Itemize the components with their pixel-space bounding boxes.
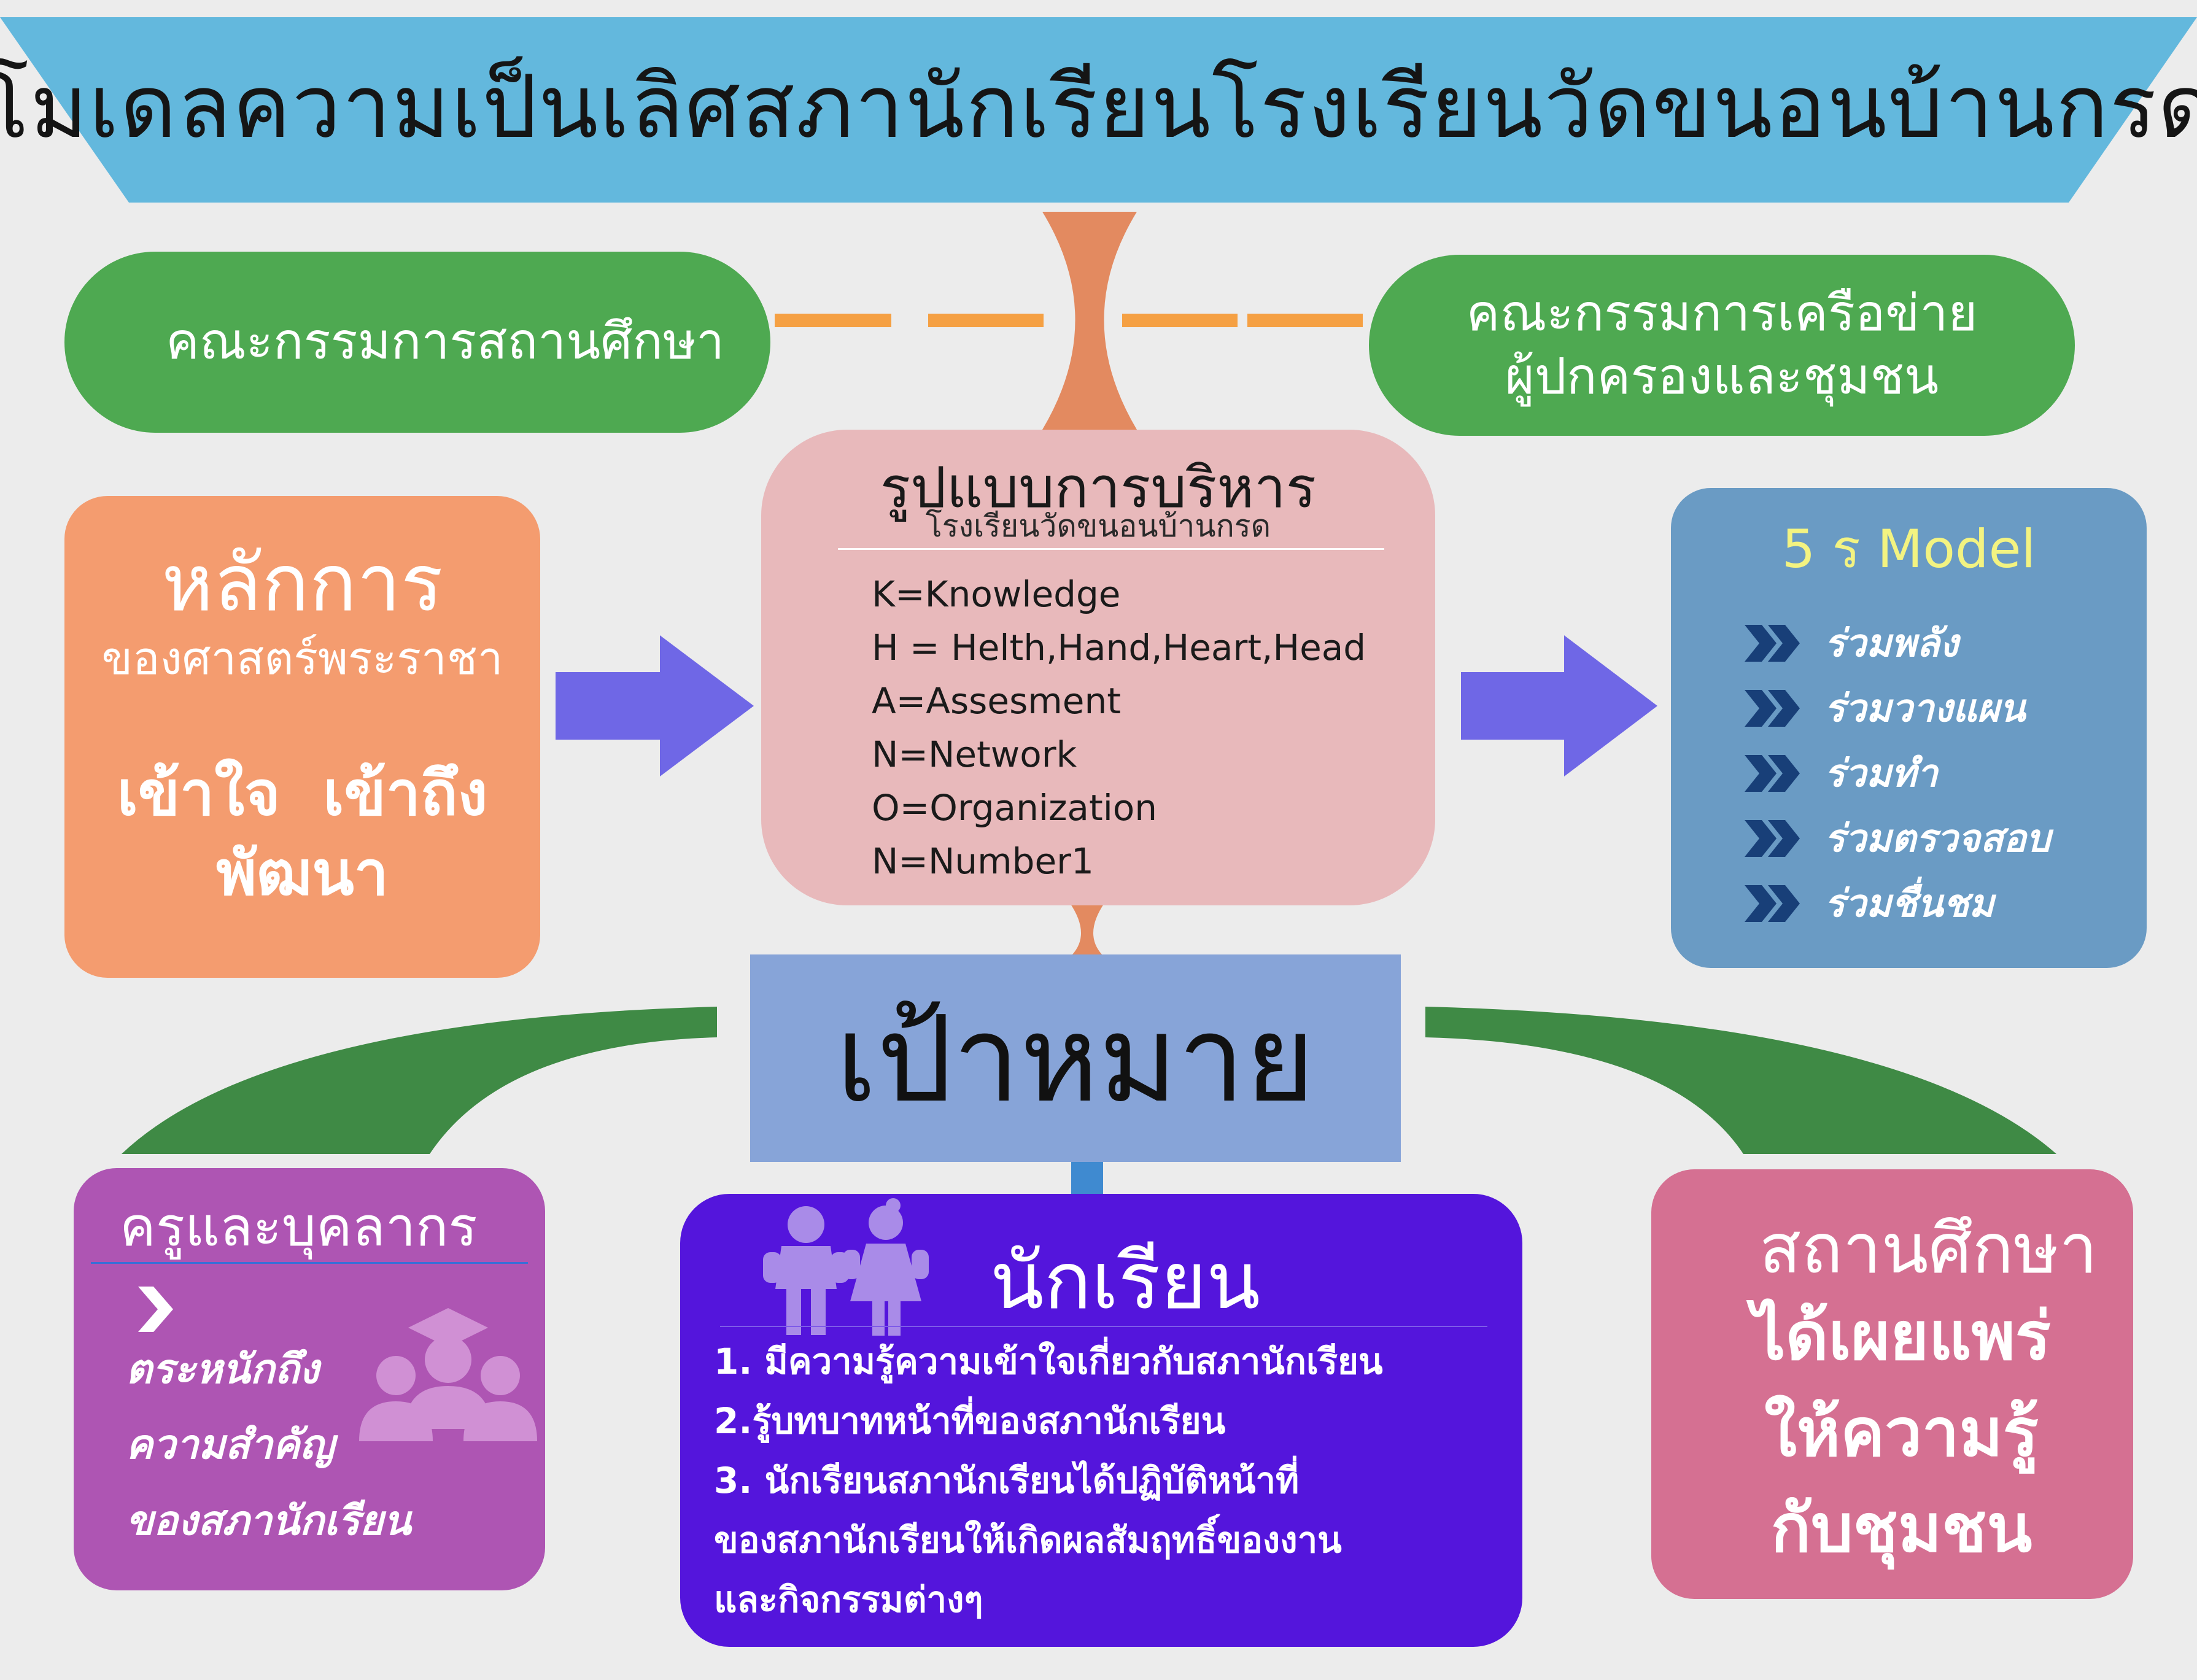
- management-subtitle: โรงเรียนวัดขนอนบ้านกรด: [925, 508, 1271, 544]
- goal-box: เป้าหมาย: [750, 954, 1401, 1162]
- double-chevron-icon: [1745, 690, 1800, 727]
- network-committee-line2: ผู้ปกครองและชุมชน: [1505, 347, 1939, 406]
- network-committee-line1: คณะกรรมการเครือข่าย: [1466, 284, 1978, 343]
- management-item: N=Number1: [872, 840, 1094, 882]
- principle-box: หลักการ ของศาสตร์พระราชา เข้าใจ เข้าถึง …: [64, 496, 540, 978]
- student-divider: [720, 1326, 1487, 1327]
- management-item: O=Organization: [872, 787, 1158, 829]
- student-item: 2.รู้บทบาทหน้าที่ของสภานักเรียน: [714, 1400, 1226, 1442]
- student-title: นักเรียน: [990, 1236, 1260, 1327]
- principle-heading: หลักการ: [161, 538, 443, 629]
- model-item: ร่วมทำ: [1745, 741, 2050, 806]
- students-icon: [763, 1198, 929, 1336]
- staff-line: ตระหนักถึง: [126, 1345, 319, 1393]
- model-item-label: ร่วมตรวจสอบ: [1824, 816, 2051, 861]
- dash-connector: [1247, 314, 1363, 327]
- staff-divider: [91, 1262, 528, 1264]
- staff-line: ของสภานักเรียน: [126, 1497, 411, 1544]
- five-r-model-box: 5 ร Model ร่วมพลัง ร่วมวางแผน ร่วมทำ ร่ว…: [1671, 488, 2147, 968]
- student-list: 1. มีความรู้ความเข้าใจเกี่ยวกับสภานักเรี…: [714, 1332, 1383, 1630]
- institution-line: ให้ความรู้: [1764, 1394, 2039, 1471]
- institution-body: ได้เผยแพร่ ให้ความรู้ กับชุมชน: [1651, 1289, 2133, 1577]
- principle-line: พัฒนา: [216, 837, 389, 909]
- double-chevron-icon: [1745, 885, 1800, 922]
- student-item: 3. นักเรียนสภานักเรียนได้ปฏิบัติหน้าที่: [714, 1460, 1300, 1501]
- management-title: รูปแบบการบริหาร: [880, 455, 1317, 521]
- model-item-label: ร่วมวางแผน: [1824, 686, 2026, 730]
- student-box: นักเรียน 1. มีความรู้ความเข้าใจเกี่ยวกับ…: [680, 1194, 1522, 1647]
- institution-box: สถานศึกษา ได้เผยแพร่ ให้ความรู้ กับชุมชน: [1651, 1169, 2133, 1599]
- double-chevron-icon: [1745, 625, 1800, 662]
- student-item: ของสภานักเรียนให้เกิดผลสัมฤทธิ์ของงาน: [714, 1519, 1342, 1561]
- management-item: K=Knowledge: [872, 573, 1121, 615]
- model-item-label: ร่วมทำ: [1824, 751, 1938, 795]
- management-model-box: รูปแบบการบริหาร โรงเรียนวัดขนอนบ้านกรด K…: [761, 430, 1435, 905]
- institution-line: ได้เผยแพร่: [1752, 1298, 2051, 1375]
- model-item: ร่วมชื่นชม: [1745, 871, 2050, 936]
- institution-line: กับชุมชน: [1770, 1490, 2032, 1568]
- management-item: A=Assesment: [872, 680, 1121, 722]
- model-item: ร่วมพลัง: [1745, 611, 2050, 676]
- dash-connector: [928, 314, 1044, 327]
- page-title: โมเดลความเป็นเลิศสภานักเรียนโรงเรียนวัดข…: [0, 56, 2197, 158]
- network-committee-pill: คณะกรรมการเครือข่าย ผู้ปกครองและชุมชน: [1369, 255, 2075, 436]
- people-group-icon: [359, 1308, 537, 1441]
- principle-body: เข้าใจ เข้าถึง พัฒนา: [64, 754, 540, 913]
- principle-subheading: ของศาสตร์พระราชา: [101, 632, 503, 685]
- staff-line: ความสำคัญ: [126, 1421, 335, 1468]
- school-committee-pill: คณะกรรมการสถานศึกษา: [64, 252, 770, 433]
- principle-line: เข้าใจ เข้าถึง: [117, 757, 488, 829]
- model-title: 5 ร Model: [1781, 519, 2036, 580]
- staff-box: ครูและบุคลากร ตระหนักถึง ความสำคัญ ของสภ…: [74, 1168, 545, 1590]
- dash-connector: [1122, 314, 1238, 327]
- double-chevron-icon: [1745, 755, 1800, 792]
- student-item: และกิจกรรมต่างๆ: [714, 1579, 983, 1620]
- model-item-label: ร่วมชื่นชม: [1824, 881, 1994, 926]
- management-list: K=Knowledge H = Helth,Hand,Heart,Head A=…: [872, 568, 1366, 888]
- staff-title: ครูและบุคลากร: [120, 1195, 478, 1258]
- model-item: ร่วมวางแผน: [1745, 676, 2050, 741]
- model-item: ร่วมตรวจสอบ: [1745, 806, 2050, 871]
- student-item: 1. มีความรู้ความเข้าใจเกี่ยวกับสภานักเรี…: [714, 1341, 1383, 1382]
- management-divider: [838, 548, 1384, 550]
- model-list: ร่วมพลัง ร่วมวางแผน ร่วมทำ ร่วมตรวจสอบ ร…: [1745, 611, 2050, 936]
- dash-connector: [775, 314, 891, 327]
- goal-label: เป้าหมาย: [835, 989, 1315, 1129]
- management-item: N=Network: [872, 734, 1077, 775]
- model-item-label: ร่วมพลัง: [1824, 621, 1959, 665]
- title-banner: [0, 17, 2197, 203]
- double-chevron-icon: [1745, 820, 1800, 857]
- school-committee-label: คณะกรรมการสถานศึกษา: [165, 312, 725, 371]
- institution-title: สถานศึกษา: [1759, 1209, 2098, 1289]
- management-item: H = Helth,Hand,Heart,Head: [872, 627, 1366, 668]
- chevron-right-icon: [138, 1287, 173, 1332]
